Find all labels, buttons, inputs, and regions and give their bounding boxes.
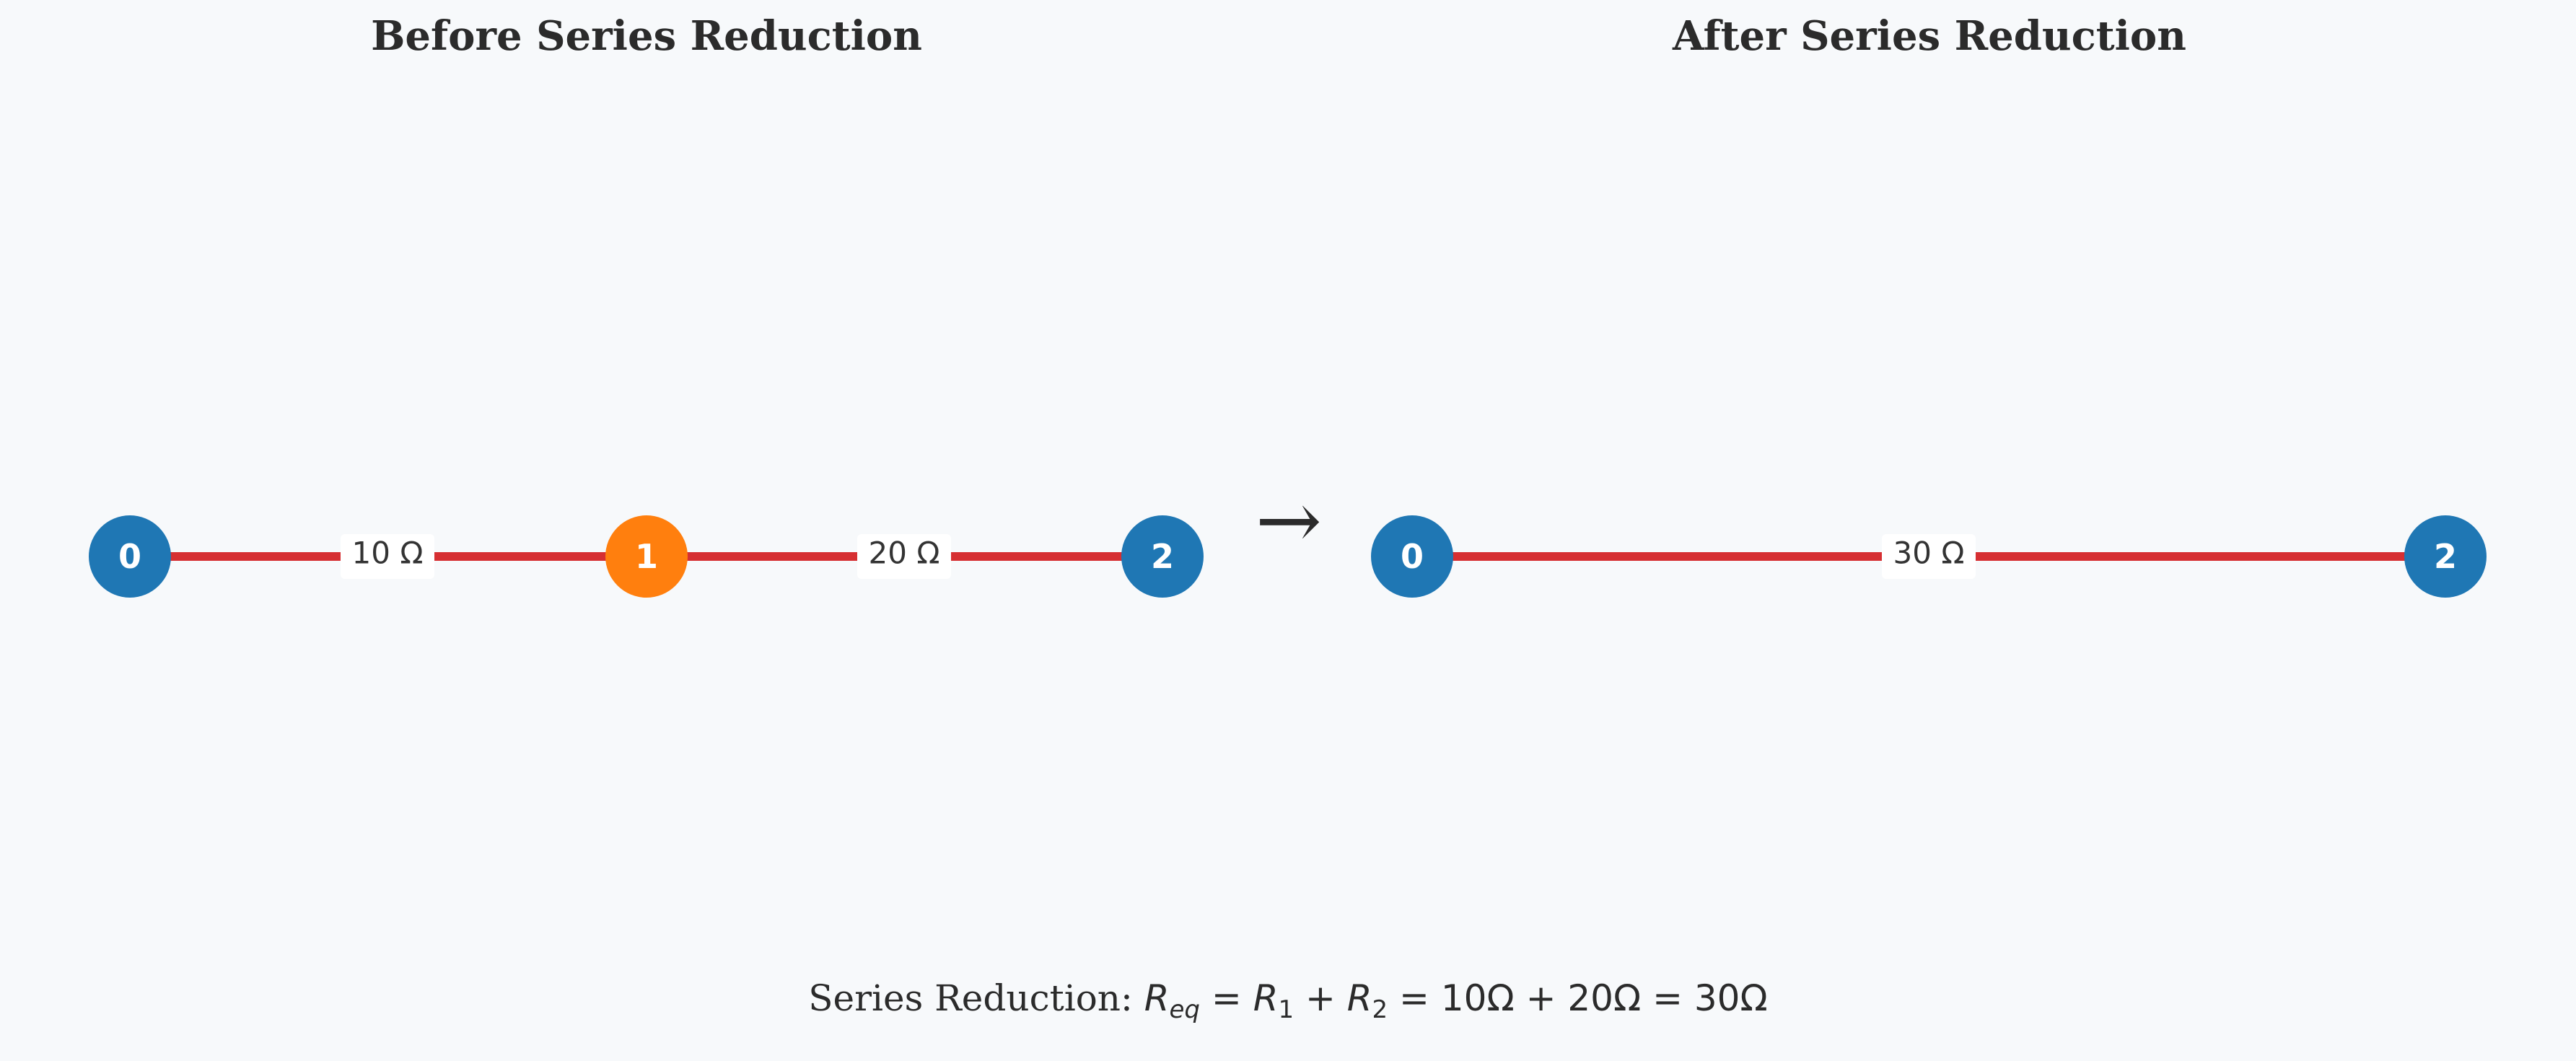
node-2-after: 2 bbox=[2404, 515, 2487, 598]
edge-label-bg-1-2 bbox=[857, 534, 951, 579]
after-panel-title: After Series Reduction bbox=[1673, 12, 2186, 60]
node-label: 2 bbox=[1151, 537, 1174, 576]
node-circle bbox=[1121, 515, 1204, 598]
transition-arrow-icon: → bbox=[1256, 474, 1322, 567]
edge-label-30-ohm: 30 Ω bbox=[1893, 536, 1965, 571]
before-panel-title: Before Series Reduction bbox=[371, 12, 922, 60]
formula-eq-subscript: eq bbox=[1169, 995, 1201, 1024]
node-label: 0 bbox=[1401, 537, 1424, 576]
node-label: 0 bbox=[118, 537, 141, 576]
node-0-after: 0 bbox=[1371, 515, 1453, 598]
edge-label-bg-0-2 bbox=[1882, 534, 1976, 579]
node-0-before: 0 bbox=[89, 515, 171, 598]
edge-label-20-ohm: 20 Ω bbox=[869, 536, 940, 571]
edge-label-bg-0-1 bbox=[341, 534, 434, 579]
node-circle bbox=[605, 515, 688, 598]
edge-label-10-ohm: 10 Ω bbox=[352, 536, 424, 571]
node-2-before: 2 bbox=[1121, 515, 1204, 598]
formula-r2-symbol: R bbox=[1346, 977, 1372, 1019]
node-label: 1 bbox=[635, 537, 658, 576]
formula-math: Req = R1 + R2 = 10Ω + 20Ω = 30Ω bbox=[1144, 977, 1768, 1024]
formula-r2-subscript: 2 bbox=[1372, 995, 1388, 1024]
formula-r1-subscript: 1 bbox=[1278, 995, 1294, 1024]
node-circle bbox=[2404, 515, 2487, 598]
formula-r1-symbol: R bbox=[1253, 977, 1279, 1019]
after-graph: 30 Ω 0 2 bbox=[1371, 515, 2487, 598]
node-label: 2 bbox=[2434, 537, 2457, 576]
node-circle bbox=[89, 515, 171, 598]
before-graph: 10 Ω 20 Ω 0 1 2 bbox=[89, 515, 1204, 598]
formula-prefix: Series Reduction: bbox=[808, 977, 1144, 1019]
formula-values: 10Ω + 20Ω = 30Ω bbox=[1440, 977, 1768, 1019]
formula-req-symbol: R bbox=[1144, 977, 1170, 1019]
node-circle bbox=[1371, 515, 1453, 598]
node-1-before: 1 bbox=[605, 515, 688, 598]
series-reduction-formula: Series Reduction: Req = R1 + R2 = 10Ω + … bbox=[0, 977, 2576, 1024]
